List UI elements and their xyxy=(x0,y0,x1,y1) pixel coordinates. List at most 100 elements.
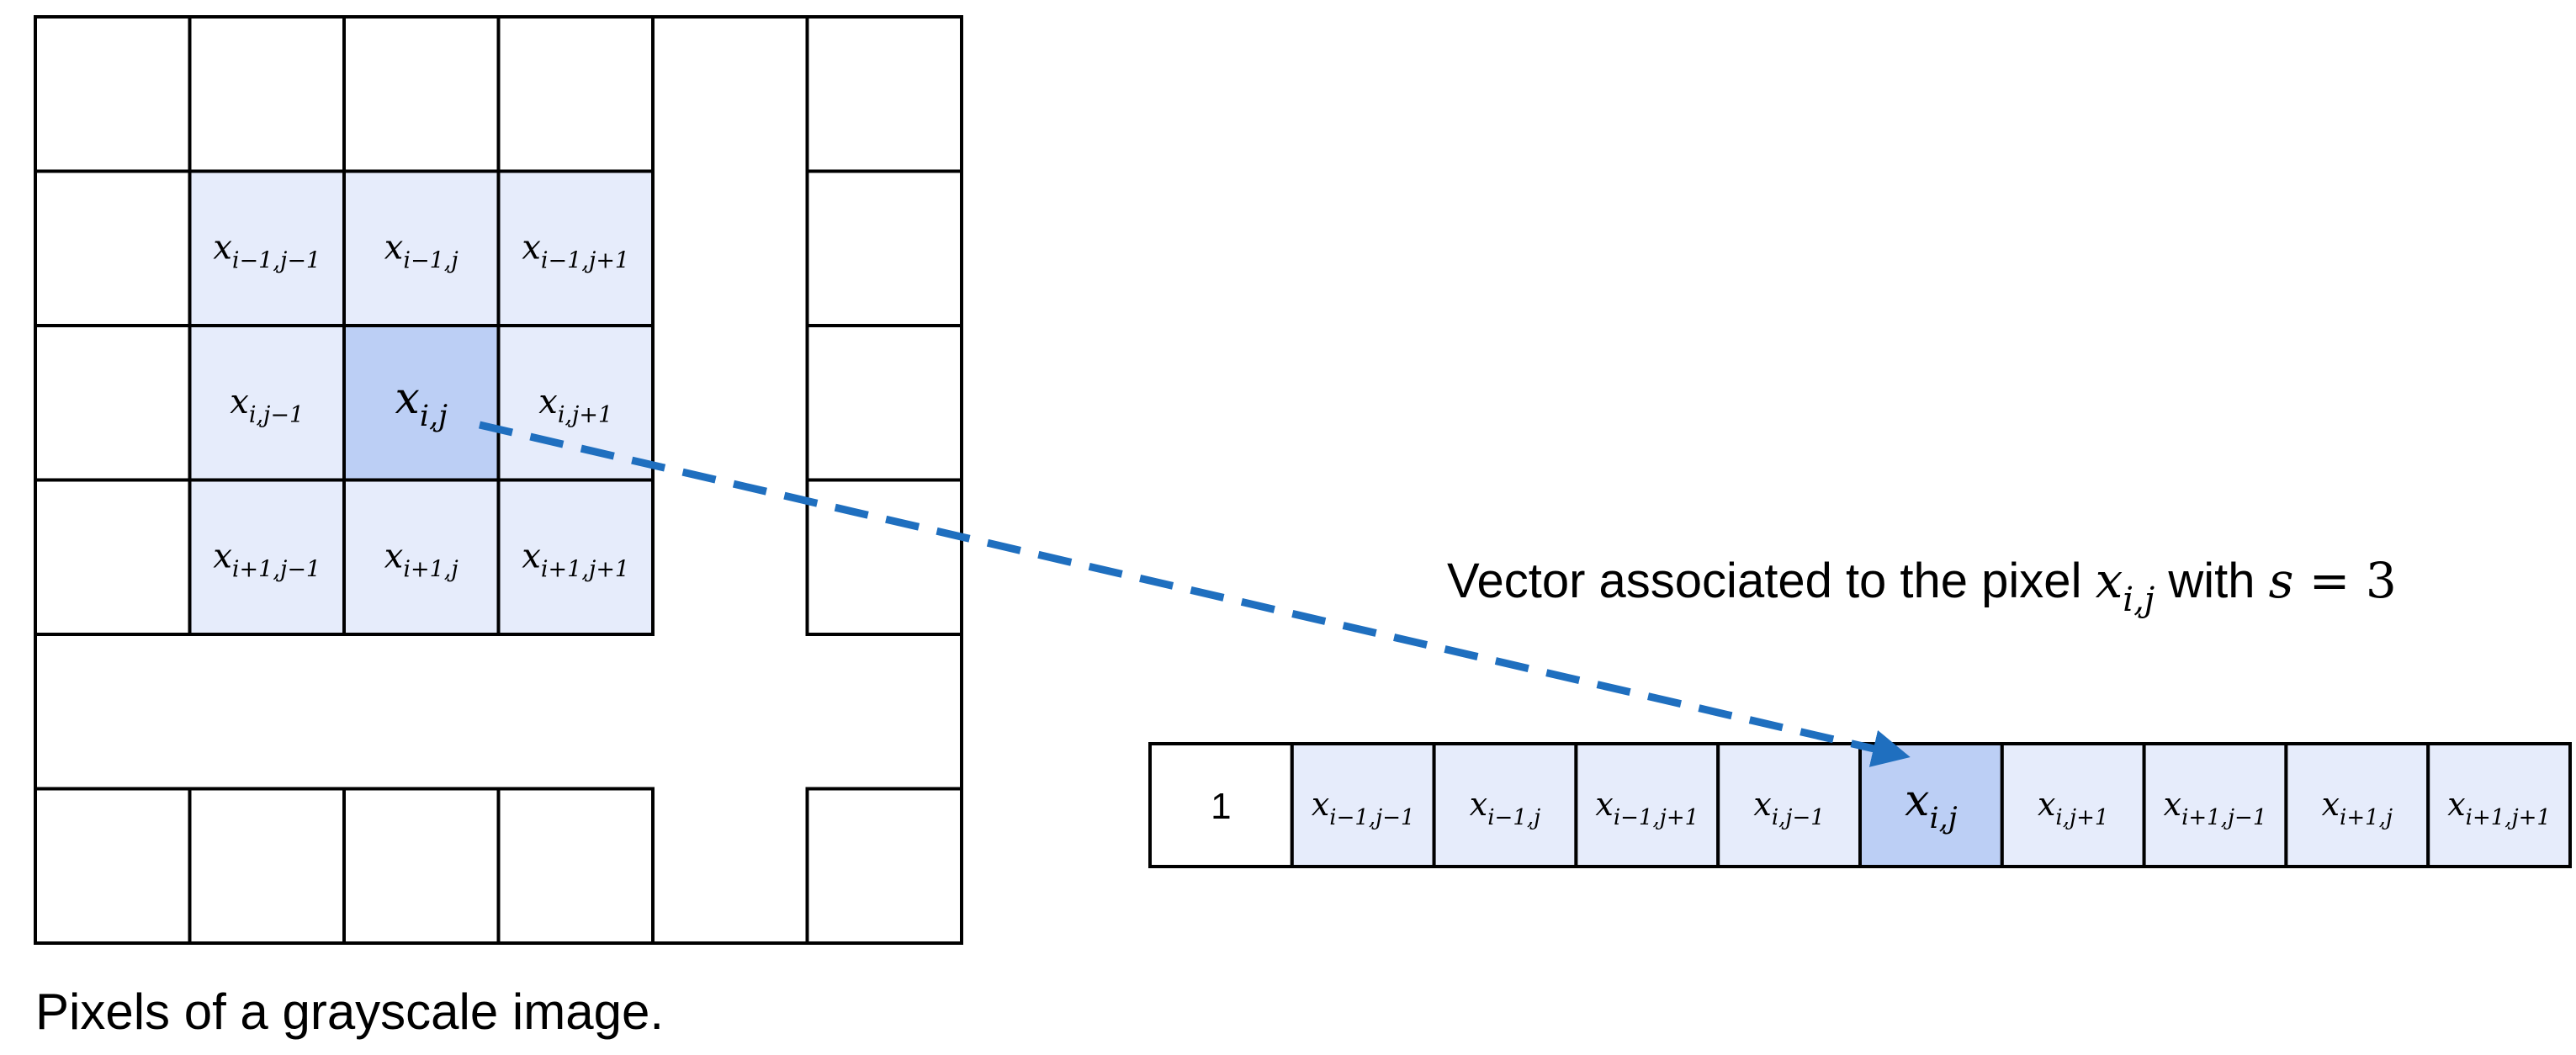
pixel-cell xyxy=(344,17,499,172)
pixel-cell xyxy=(807,326,962,480)
pixel-label-var: x xyxy=(522,228,541,267)
pixel-cell xyxy=(807,788,962,943)
vector-caption-prefix: Vector associated to the pixel xyxy=(1447,554,2096,608)
vector-label: xi+1,j+1 xyxy=(2447,786,2551,830)
caption-var: x xyxy=(2096,552,2123,609)
pixel-label-var: x xyxy=(395,374,420,424)
pixel-cell xyxy=(35,788,190,943)
pixel-cell xyxy=(344,326,499,480)
pixel-cell xyxy=(807,17,962,172)
pixel-cell xyxy=(189,171,344,326)
vector-label: xi,j+1 xyxy=(2038,786,2108,830)
vector-label-var: x xyxy=(1470,786,1487,823)
pixel-cell xyxy=(653,326,808,480)
vector-cell xyxy=(2426,742,2572,868)
pixel-cell xyxy=(807,171,962,326)
pixel-cell xyxy=(189,17,344,172)
vector-label: xi−1,j−1 xyxy=(1312,786,1415,830)
vector-label-var: x xyxy=(1905,776,1929,826)
pixel-label-var: x xyxy=(538,383,558,421)
pixel-cell xyxy=(653,171,808,326)
pixel-label-sub: i,j+1 xyxy=(558,402,612,428)
vector-label-var: x xyxy=(2322,786,2340,823)
vector-label-sub: i+1,j+1 xyxy=(2466,805,2551,830)
vector-cell xyxy=(1290,742,1436,868)
vector-cell xyxy=(1432,742,1578,868)
pixel-cell xyxy=(189,634,344,789)
vector-label-sub: i−1,j−1 xyxy=(1329,805,1414,830)
pixel-cell xyxy=(344,480,499,634)
pixel-label-sub: i,j xyxy=(420,400,448,433)
pixel-cell xyxy=(35,480,190,634)
vector-label-var: x xyxy=(1753,786,1771,823)
caption-s-value: = 3 xyxy=(2293,552,2396,609)
pixel-label-sub: i−1,j+1 xyxy=(541,247,629,273)
pixel-cell xyxy=(653,17,808,172)
pixel-label: xi−1,j xyxy=(384,228,458,273)
vector-label-sub: i,j−1 xyxy=(1772,805,1825,830)
pixel-label-sub: i+1,j−1 xyxy=(232,556,321,582)
vector-label-sub: i,j xyxy=(1929,802,1957,835)
pixel-label-var: x xyxy=(230,383,249,421)
vector-label-var: x xyxy=(1595,786,1613,823)
pixel-cell xyxy=(653,634,808,789)
pixel-label: xi+1,j−1 xyxy=(213,537,321,582)
pixel-cell xyxy=(498,171,653,326)
caption-s-var: s xyxy=(2269,552,2294,609)
vector-label: xi,j−1 xyxy=(1753,786,1824,830)
pixel-label: xi−1,j+1 xyxy=(522,228,629,273)
pixel-label-var: x xyxy=(213,228,232,267)
pixel-label: xi,j+1 xyxy=(538,383,612,428)
pixel-label-var: x xyxy=(213,537,232,575)
pixel-cell xyxy=(807,480,962,634)
vector-cell xyxy=(2284,742,2430,868)
pixel-label-var: x xyxy=(522,537,541,575)
pixel-cell xyxy=(653,480,808,634)
vector-label: xi+1,j−1 xyxy=(2164,786,2267,830)
vector-label-sub: i+1,j−1 xyxy=(2181,805,2266,830)
pixel-cell xyxy=(498,17,653,172)
pixel-cell xyxy=(189,326,344,480)
vector-label: xi,j xyxy=(1905,776,1958,835)
pixel-cell xyxy=(189,480,344,634)
pixel-cell xyxy=(35,171,190,326)
vector-label: xi−1,j+1 xyxy=(1595,786,1699,830)
vector-label: xi+1,j xyxy=(2322,786,2393,830)
pixel-label: xi−1,j−1 xyxy=(213,228,321,273)
vector-label-sub: i−1,j+1 xyxy=(1614,805,1699,830)
pixel-label-sub: i+1,j+1 xyxy=(541,556,629,582)
vector-bias-label: 1 xyxy=(1211,786,1231,827)
pixel-cell xyxy=(344,788,499,943)
pixel-label: xi+1,j+1 xyxy=(522,537,629,582)
vector-label-var: x xyxy=(1312,786,1329,823)
pixel-cell xyxy=(35,326,190,480)
pixel-cell xyxy=(498,480,653,634)
vector-label-sub: i+1,j xyxy=(2340,805,2393,830)
pixel-label-sub: i,j−1 xyxy=(249,402,304,428)
pixel-cell xyxy=(344,171,499,326)
pixel-label: xi+1,j xyxy=(384,537,458,582)
pixel-cell xyxy=(344,634,499,789)
pixel-cell xyxy=(498,788,653,943)
vector-label-var: x xyxy=(2038,786,2055,823)
pixel-cell xyxy=(807,634,962,789)
pixel-cell xyxy=(498,634,653,789)
pixel-label-sub: i+1,j xyxy=(403,556,458,582)
pixel-cell xyxy=(498,326,653,480)
mapping-arrow xyxy=(478,421,1911,767)
pixel-label: xi,j xyxy=(395,374,448,433)
pixel-cell xyxy=(35,17,190,172)
pixel-label: xi,j−1 xyxy=(230,383,304,428)
pixel-cell xyxy=(653,788,808,943)
vector-label-var: x xyxy=(2447,786,2465,823)
vector-label: xi−1,j xyxy=(1470,786,1540,830)
pixel-label-var: x xyxy=(384,537,404,575)
pixel-label-sub: i−1,j−1 xyxy=(232,247,321,273)
vector-label-var: x xyxy=(2164,786,2181,823)
vector-cell xyxy=(2142,742,2288,868)
vector-caption-middle: with xyxy=(2155,554,2268,608)
grid-caption: Pixels of a grayscale image. xyxy=(35,983,664,1040)
